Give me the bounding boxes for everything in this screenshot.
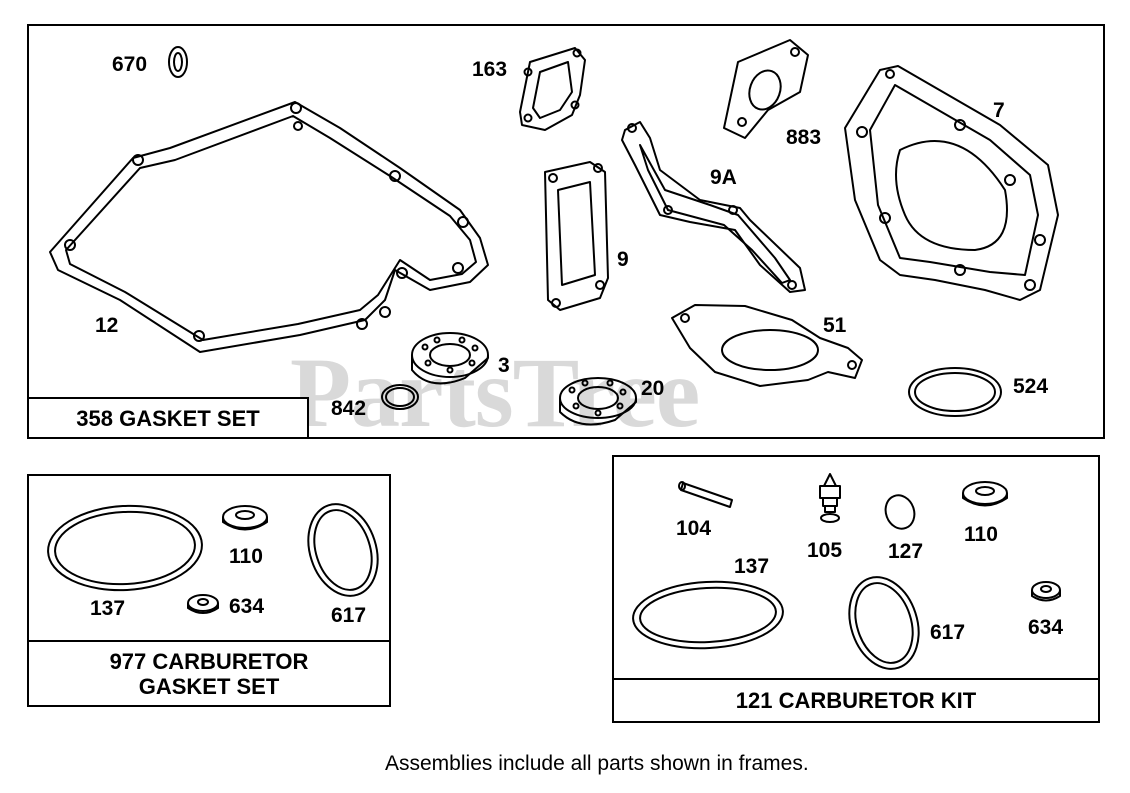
part-121-105-needle bbox=[819, 473, 841, 523]
carb-kit-caption: 121 CARBURETOR KIT bbox=[612, 678, 1100, 723]
part-12-crankcase-gasket bbox=[49, 101, 489, 353]
part-9-gasket bbox=[544, 161, 609, 311]
part-label-9A: 9A bbox=[710, 166, 737, 189]
part-883-gasket bbox=[723, 39, 809, 139]
gasket-set-caption: 358 GASKET SET bbox=[27, 397, 309, 439]
part-label-617-kit: 617 bbox=[930, 621, 966, 644]
part-label-9: 9 bbox=[617, 248, 629, 271]
part-label-524: 524 bbox=[1013, 375, 1049, 398]
part-524-ring bbox=[908, 367, 1002, 417]
part-163-gasket bbox=[519, 47, 586, 131]
part-label-163: 163 bbox=[472, 58, 508, 81]
part-label-20: 20 bbox=[641, 377, 665, 400]
part-121-110-washer bbox=[962, 481, 1008, 507]
part-label-127: 127 bbox=[888, 540, 924, 563]
footnote: Assemblies include all parts shown in fr… bbox=[385, 752, 809, 775]
part-977-634-washer bbox=[187, 594, 219, 614]
part-977-137-ring bbox=[47, 504, 203, 592]
part-121-137-ring bbox=[632, 580, 784, 650]
part-121-617-ring bbox=[848, 576, 920, 670]
part-label-3: 3 bbox=[498, 354, 510, 377]
part-9A-gasket bbox=[621, 121, 806, 293]
part-label-617: 617 bbox=[331, 604, 367, 627]
part-label-7: 7 bbox=[993, 99, 1005, 122]
part-20-seal bbox=[559, 377, 637, 426]
part-label-883: 883 bbox=[786, 126, 822, 149]
part-7-head-gasket bbox=[844, 65, 1059, 301]
part-label-105: 105 bbox=[807, 539, 843, 562]
part-121-104-pin bbox=[678, 481, 733, 508]
part-label-51: 51 bbox=[823, 314, 847, 337]
part-977-617-ring bbox=[307, 503, 379, 597]
part-label-137-kit: 137 bbox=[734, 555, 770, 578]
part-label-104: 104 bbox=[676, 517, 712, 540]
part-51-gasket bbox=[671, 304, 863, 387]
gasket-set-frame bbox=[27, 24, 1105, 439]
part-842-ring bbox=[381, 384, 419, 410]
part-label-12: 12 bbox=[95, 314, 119, 337]
part-label-634-kit: 634 bbox=[1028, 616, 1064, 639]
part-label-670: 670 bbox=[112, 53, 148, 76]
part-label-634: 634 bbox=[229, 595, 265, 618]
part-label-137: 137 bbox=[90, 597, 126, 620]
part-121-634-washer bbox=[1031, 581, 1061, 602]
watermark: PartsTree bbox=[290, 337, 700, 448]
part-670-washer bbox=[168, 46, 188, 78]
part-label-842: 842 bbox=[331, 397, 367, 420]
part-3-seal bbox=[411, 332, 489, 385]
part-label-110-kit: 110 bbox=[964, 523, 998, 546]
part-977-110-washer bbox=[222, 505, 268, 531]
part-121-127-plug bbox=[884, 494, 916, 530]
carb-gasket-set-caption: 977 CARBURETOR GASKET SET bbox=[27, 640, 391, 707]
part-label-110: 110 bbox=[229, 545, 263, 568]
